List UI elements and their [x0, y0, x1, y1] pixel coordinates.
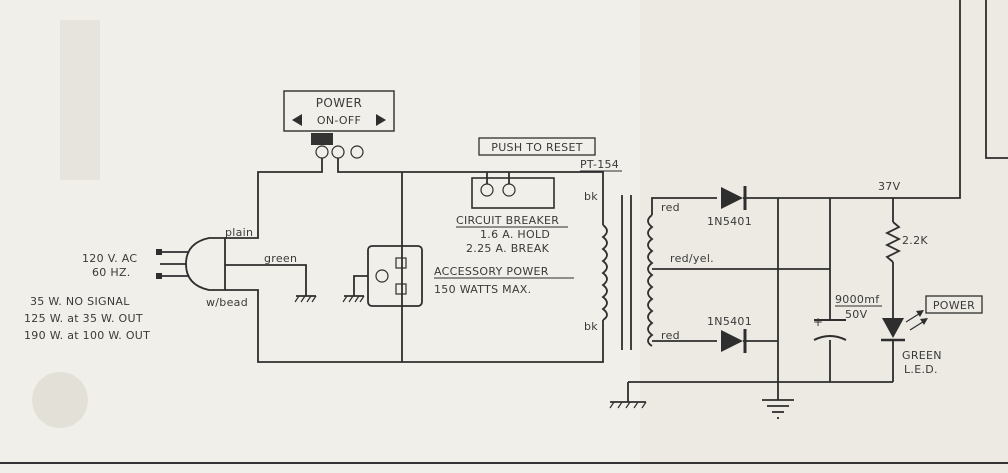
accessory-outlet	[342, 245, 423, 307]
power-spec-no-signal: 35 W. NO SIGNAL	[30, 295, 130, 308]
power-switch-sub: ON-OFF	[317, 114, 361, 127]
transformer-model: PT-154	[580, 158, 619, 171]
diode-bottom-part: 1N5401	[707, 315, 752, 328]
secondary-red-yel: red/yel.	[670, 252, 714, 265]
power-switch-title: POWER	[316, 96, 362, 110]
diode-bottom	[721, 329, 747, 353]
arrow-right-icon	[376, 114, 386, 126]
mains-voltage: 120 V. AC	[82, 252, 137, 265]
primary-bk-bottom: bk	[584, 320, 598, 333]
led-triangle	[882, 318, 904, 338]
switch-terminal-2	[331, 145, 345, 159]
accessory-power-watts: 150 WATTS MAX.	[434, 283, 531, 296]
breaker-break-rating: 2.25 A. BREAK	[466, 242, 550, 255]
circuit-breaker: PUSH TO RESET	[471, 137, 596, 209]
secondary-wiring	[609, 0, 961, 419]
filter-capacitor	[813, 319, 847, 341]
switch-actuator	[311, 133, 333, 145]
wire-label-green: green	[264, 252, 297, 265]
power-spec-35w: 125 W. at 35 W. OUT	[24, 312, 143, 325]
resistor-value: 2.2K	[902, 234, 928, 247]
wire-label-plain: plain	[225, 226, 253, 239]
rail-voltage: 37V	[878, 180, 901, 193]
mains-frequency: 60 HZ.	[92, 266, 131, 279]
arrow-left-icon	[292, 114, 302, 126]
capacitor-plus: +	[813, 315, 823, 329]
led-type: L.E.D.	[904, 363, 938, 376]
diode-top-part: 1N5401	[707, 215, 752, 228]
led-color: GREEN	[902, 349, 942, 362]
switch-terminal-1	[315, 145, 329, 159]
background-bleed-through	[32, 0, 1008, 473]
wire-label-w-bead: w/bead	[206, 296, 248, 309]
power-badge-label: POWER	[933, 299, 975, 312]
diode-top	[721, 186, 747, 210]
secondary-red-top: red	[661, 201, 680, 214]
capacitor-value: 9000mf	[835, 293, 880, 306]
right-page-bracket	[985, 0, 1008, 159]
push-to-reset-label: PUSH TO RESET	[491, 141, 582, 154]
secondary-red-bottom: red	[661, 329, 680, 342]
power-spec-100w: 190 W. at 100 W. OUT	[24, 329, 150, 342]
accessory-power-label: ACCESSORY POWER	[434, 265, 549, 278]
power-switch-label-box	[283, 90, 395, 132]
breaker-hold-rating: 1.6 A. HOLD	[480, 228, 550, 241]
power-badge-box	[925, 295, 983, 314]
switch-terminal-3	[350, 145, 364, 159]
circuit-breaker-label: CIRCUIT BREAKER	[456, 214, 559, 227]
transformer	[601, 195, 654, 350]
capacitor-voltage: 50V	[845, 308, 868, 321]
power-switch: POWER ON-OFF	[283, 90, 395, 159]
primary-bk-top: bk	[584, 190, 598, 203]
mains-plug	[156, 237, 226, 291]
resistor-led-branch	[881, 198, 928, 382]
mains-wiring	[225, 158, 604, 363]
push-to-reset-box	[478, 137, 596, 156]
